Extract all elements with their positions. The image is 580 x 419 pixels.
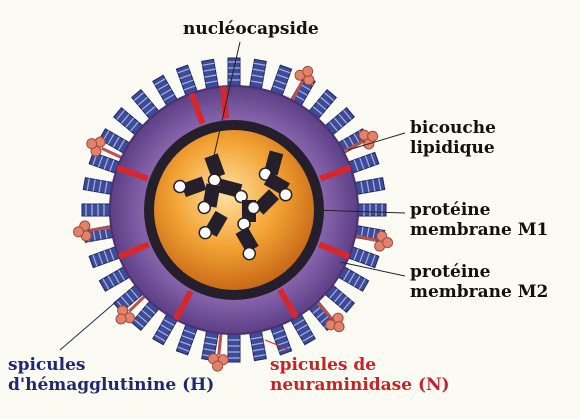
leader-ha: [59, 299, 119, 351]
nucleocapsid-segment: [197, 183, 221, 215]
label-na-line2: neuraminidase (N): [270, 375, 450, 395]
virus-core: [154, 130, 314, 290]
leader-m1: [313, 209, 406, 214]
label-bicouche-line2: lipidique: [410, 138, 495, 158]
label-m1-line1: protéine: [410, 200, 491, 220]
nucleocapsid-segment: [204, 153, 226, 187]
label-proteine-m1: protéine membrane M1: [410, 200, 548, 240]
neuraminidase-spike: [285, 65, 315, 112]
label-ha-line1: spicules: [8, 355, 86, 375]
label-m2-line2: membrane M2: [410, 282, 549, 302]
label-bicouche-lipidique: bicouche lipidique: [410, 118, 496, 158]
nucleocapsid-segment: [235, 226, 259, 261]
m2-protein: [173, 289, 194, 321]
label-bicouche-line1: bicouche: [410, 118, 496, 138]
leader-bicouche: [347, 132, 406, 151]
label-neuraminidase: spicules de neuraminidase (N): [270, 355, 450, 395]
m2-protein: [318, 241, 351, 260]
nucleocapsid-segment: [173, 176, 207, 198]
label-na-line1: spicules de: [270, 355, 377, 375]
nucleocapsid-segments: [173, 150, 293, 261]
leader-nucleocapside: [212, 41, 241, 161]
label-m2-line1: protéine: [410, 262, 491, 282]
m2-protein: [188, 92, 206, 125]
label-m1-line2: membrane M1: [410, 220, 549, 240]
m2-protein: [220, 86, 229, 119]
label-hemagglutinine: spicules d'hémagglutinine (H): [8, 355, 214, 395]
leader-na: [264, 339, 291, 351]
label-nucleocapside: nucléocapside: [183, 19, 319, 39]
m2-protein: [277, 288, 299, 319]
nucleocapsid-segment: [198, 210, 228, 240]
nucleocapsid-segment: [217, 178, 248, 204]
leader-m2: [339, 261, 406, 277]
m2-proteins: [116, 86, 352, 321]
label-proteine-m2: protéine membrane M2: [410, 262, 548, 302]
m2-protein: [319, 164, 352, 182]
label-nucleocapside-text: nucléocapside: [183, 19, 319, 39]
nucleocapsid-segment: [246, 189, 279, 215]
leader-lines: [59, 41, 406, 351]
label-ha-line2: d'hémagglutinine (H): [8, 375, 215, 395]
neuraminidase-spike: [86, 136, 134, 165]
nucleocapsid-segment: [263, 172, 293, 202]
m2-protein: [117, 241, 150, 260]
m2-protein: [116, 164, 149, 182]
